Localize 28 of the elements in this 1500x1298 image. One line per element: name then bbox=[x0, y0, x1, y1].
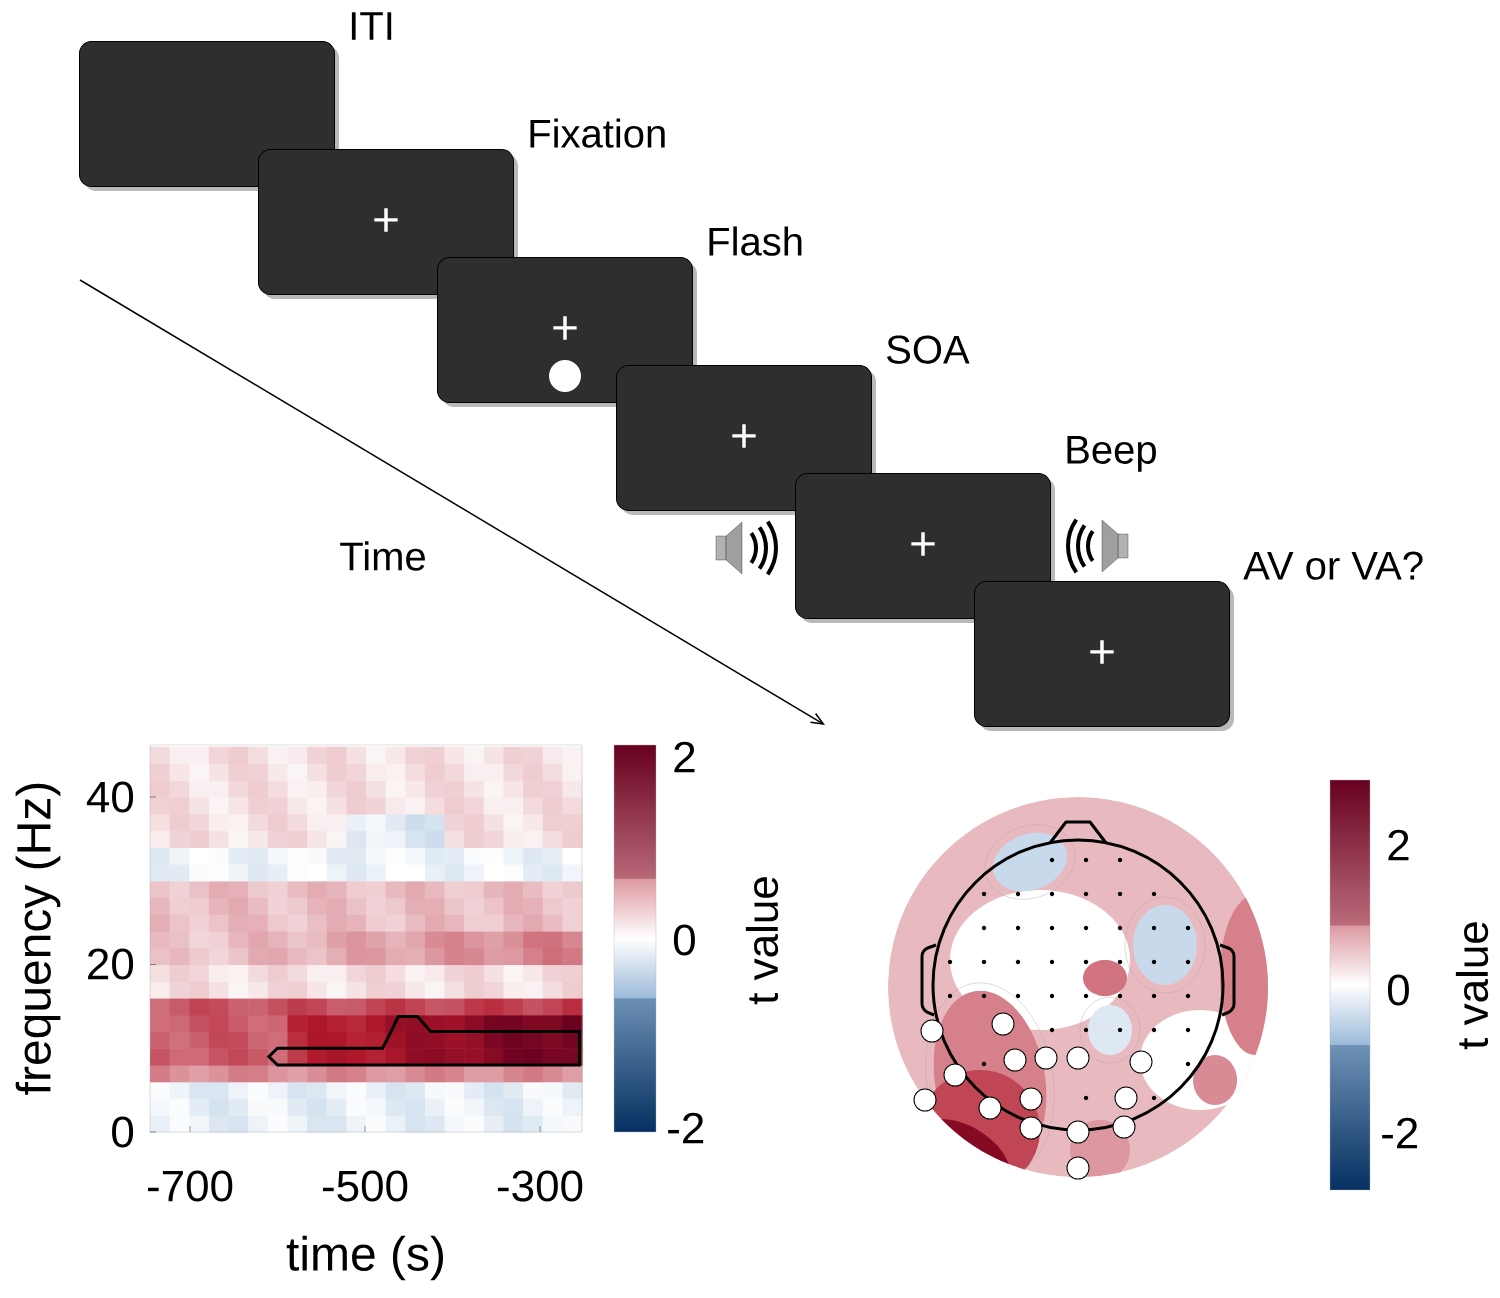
screen-label: SOA bbox=[887, 335, 970, 364]
tick-label: 2 bbox=[674, 741, 695, 773]
tick-label: 0 bbox=[1387, 974, 1409, 1006]
screen: + bbox=[437, 257, 697, 407]
screen-label: ITI bbox=[351, 12, 392, 40]
axis-title: t value bbox=[745, 877, 779, 1005]
screen: + bbox=[795, 473, 1055, 623]
tick-label: -2 bbox=[668, 1112, 704, 1144]
tick-label: 2 bbox=[1388, 829, 1409, 861]
axis-label: Time bbox=[340, 541, 425, 571]
tick-label: 20 bbox=[88, 948, 134, 980]
tick-label: 0 bbox=[673, 924, 695, 956]
tick-label: -2 bbox=[1382, 1117, 1418, 1149]
axis-title: time (s) bbox=[286, 1235, 443, 1281]
screen-label: Beep bbox=[1067, 436, 1156, 472]
tick-label: 40 bbox=[86, 781, 134, 813]
axis-title: frequency (Hz) bbox=[15, 783, 61, 1095]
screen: + bbox=[258, 149, 518, 299]
screen-label: Flash bbox=[709, 226, 802, 256]
tick-label: -300 bbox=[497, 1170, 583, 1202]
tick-label: 0 bbox=[112, 1116, 134, 1148]
axis-title: t value bbox=[1455, 922, 1489, 1050]
screen-label: AV or VA? bbox=[1243, 551, 1423, 580]
tick-label: -500 bbox=[322, 1170, 408, 1202]
screen: + bbox=[616, 365, 876, 515]
screen-label: Fixation bbox=[530, 118, 665, 148]
screen: + bbox=[974, 581, 1234, 731]
tick-label: -700 bbox=[147, 1170, 233, 1202]
